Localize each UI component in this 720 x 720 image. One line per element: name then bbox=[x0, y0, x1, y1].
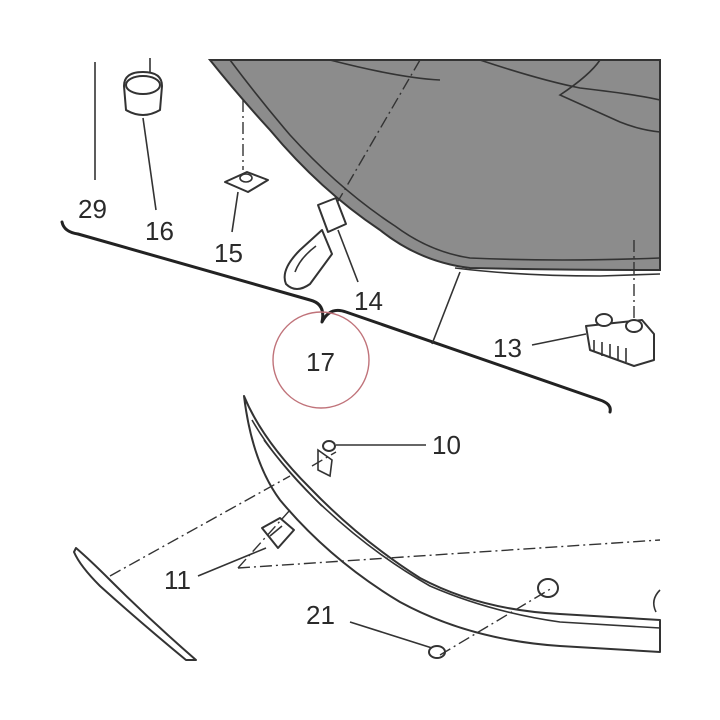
group-17-bracket bbox=[60, 220, 612, 414]
callout-10: 10 bbox=[432, 430, 461, 460]
part-13-lock-bracket bbox=[531, 313, 655, 367]
part-16-bumper bbox=[123, 58, 163, 211]
part-21-screw bbox=[349, 621, 446, 659]
seat-body bbox=[207, 59, 661, 272]
callout-17: 17 bbox=[306, 347, 335, 377]
callout-21: 21 bbox=[306, 600, 335, 630]
assembly-line-lower bbox=[109, 475, 291, 577]
assembly-line-lower bbox=[237, 509, 291, 569]
seat-assembly bbox=[207, 59, 661, 277]
callout-29: 29 bbox=[78, 194, 107, 224]
assembly-line-lower bbox=[237, 539, 661, 569]
seat-panel-line bbox=[479, 59, 661, 101]
seat-panel-line bbox=[329, 59, 441, 81]
callout-15: 15 bbox=[214, 238, 243, 268]
part-10-grommet bbox=[322, 440, 426, 452]
assembly-line-14 bbox=[329, 59, 421, 216]
callout-14: 14 bbox=[354, 286, 383, 316]
seat-edge-rim bbox=[229, 59, 661, 261]
callout-13: 13 bbox=[493, 333, 522, 363]
callout-16: 16 bbox=[145, 216, 174, 246]
seat-lower-rim bbox=[454, 267, 661, 277]
part-17-leader bbox=[431, 271, 461, 345]
lower-trim-strip bbox=[73, 547, 197, 661]
highlight-circle bbox=[272, 311, 370, 409]
part-11-clip bbox=[197, 517, 295, 577]
assembly-line-lower bbox=[311, 451, 337, 467]
side-trim-panel bbox=[243, 395, 661, 653]
part-15-clip bbox=[224, 171, 269, 233]
callout-11: 11 bbox=[164, 565, 191, 595]
part-14-latch bbox=[283, 197, 359, 290]
seat-panel-line bbox=[558, 59, 661, 133]
